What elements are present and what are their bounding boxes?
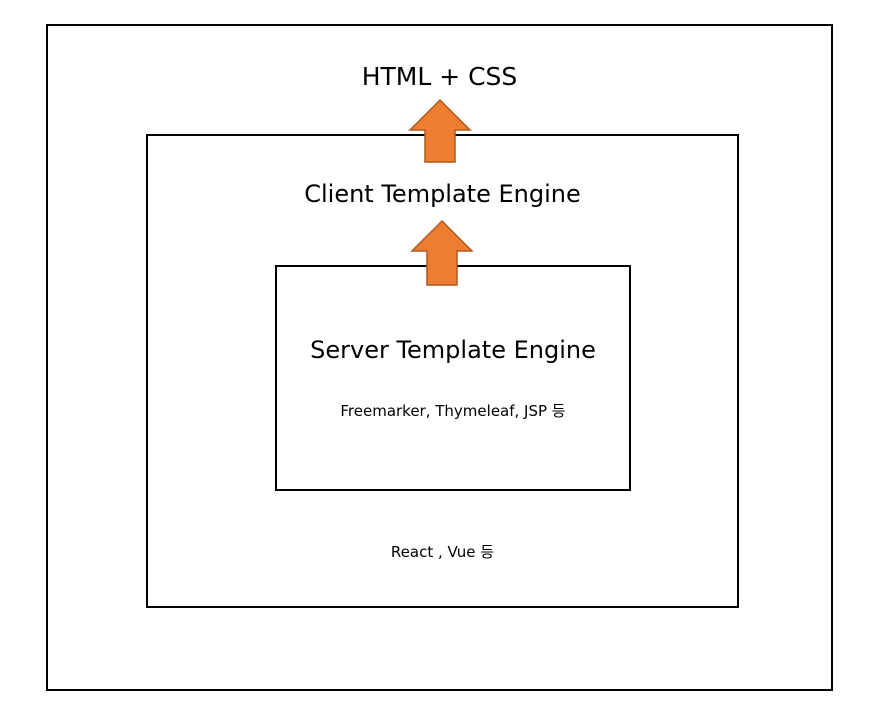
inner-examples: Freemarker, Thymeleaf, JSP 등 <box>340 402 566 420</box>
up-arrow-icon <box>410 219 474 286</box>
inner-box <box>275 265 631 491</box>
up-arrow-icon <box>408 98 472 163</box>
outer-title: HTML + CSS <box>361 62 518 91</box>
up-arrow-bottom-shape <box>410 219 474 286</box>
up-arrow-top-shape <box>408 98 472 163</box>
inner-title: Server Template Engine <box>310 336 596 364</box>
middle-title: Client Template Engine <box>304 180 581 208</box>
middle-examples: React , Vue 등 <box>390 543 495 561</box>
